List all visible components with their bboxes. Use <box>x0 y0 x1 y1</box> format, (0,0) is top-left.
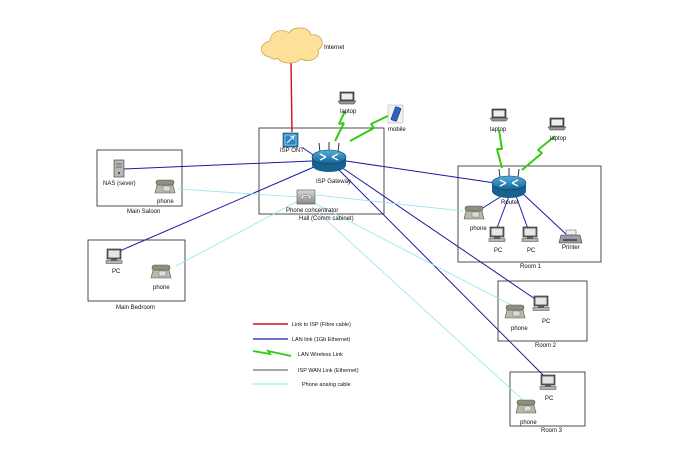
gateway-router-icon <box>311 141 347 173</box>
pc-icon <box>539 374 557 390</box>
router-label: Router <box>501 200 519 206</box>
legend-fibre-label: Link to ISP (Fibre cable) <box>292 322 351 328</box>
room2-phone-label: phone <box>511 326 528 332</box>
main-bedroom-box <box>87 239 186 302</box>
room2-label: Room 2 <box>535 343 557 349</box>
room1-label: Room 1 <box>520 264 542 270</box>
pc-icon <box>532 295 550 311</box>
phone-icon <box>154 179 176 194</box>
room1-phone-label: phone <box>470 226 487 232</box>
ethernet-gateway-router <box>345 160 496 184</box>
ethernet-gateway-bedroom-pc <box>114 166 315 254</box>
pc-icon <box>488 226 506 242</box>
legend-wireless-label: LAN Wireless Link <box>298 352 343 358</box>
ethernet-router-pc-a <box>496 195 510 229</box>
ethernet-gateway-room3-pc <box>337 168 549 381</box>
saloon-phone-label: phone <box>157 199 174 205</box>
mobile-icon <box>387 104 404 124</box>
main-saloon-box <box>96 149 183 207</box>
analog-links <box>175 188 525 402</box>
laptop-top-label: laptop <box>340 109 357 115</box>
room3-pc-label: PC <box>545 396 554 402</box>
pc-icon <box>521 226 539 242</box>
laptop-icon <box>337 91 357 105</box>
room1-box <box>457 165 602 263</box>
ont-icon <box>282 132 299 148</box>
phone-icon <box>515 399 537 414</box>
main-bedroom-label: Main Bedroom <box>116 305 155 311</box>
ethernet-gateway-room2-pc <box>340 166 539 302</box>
nas-label: NAS (sever) <box>103 181 136 187</box>
room3-phone-label: phone <box>520 420 537 426</box>
wireless-links <box>334 110 556 171</box>
nas-server-icon <box>113 159 125 178</box>
ethernet-router-printer <box>521 192 568 236</box>
ethernet-gateway-nas <box>122 160 313 170</box>
legend-wan-label: ISP WAN Link (Ethernet) <box>298 368 359 374</box>
printer-icon <box>558 229 583 244</box>
room3-label: Room 3 <box>541 428 563 434</box>
legend: Link to ISP (Fibre cable) LAN link (1Gb … <box>252 322 359 388</box>
legend-wireless-swatch <box>252 349 292 357</box>
internet-label: Internet <box>324 45 345 51</box>
room1-laptop-b-label: laptop <box>550 136 567 142</box>
legend-analog-label: Phone analog cable <box>302 382 351 388</box>
isp-gateway-label: ISP Gateway <box>316 179 351 185</box>
mobile-label: mobile <box>388 127 406 133</box>
phone-concentrator-icon <box>296 189 316 205</box>
phone-icon <box>504 304 526 319</box>
hall-label: Hall (Comm cabinet) <box>299 216 354 222</box>
isp-ont-label: ISP ONT <box>280 148 304 154</box>
hall-box <box>258 127 385 215</box>
legend-ethernet-label: LAN link (1Gb Ethernet) <box>292 337 351 343</box>
room3-box <box>509 371 586 427</box>
router-icon <box>491 167 527 199</box>
room1-laptop-a-label: laptop <box>490 127 507 133</box>
fibre-link <box>290 60 293 133</box>
room2-pc-label: PC <box>542 319 551 325</box>
bedroom-pc-label: PC <box>112 269 121 275</box>
phone-icon <box>150 264 172 279</box>
ethernet-links <box>114 147 568 381</box>
room2-box <box>497 280 588 342</box>
phone-concentrator-label: Phone concentrator <box>286 208 338 214</box>
laptop-icon <box>547 117 567 131</box>
pc-icon <box>105 248 123 264</box>
main-saloon-label: Main Saloon <box>127 209 160 215</box>
room1-pc-a-label: PC <box>494 248 503 254</box>
phone-icon <box>463 205 485 220</box>
ethernet-router-pc-b <box>515 195 529 230</box>
cloud-icon <box>260 27 323 64</box>
room1-pc-b-label: PC <box>527 248 536 254</box>
printer-label: Printer <box>562 245 580 251</box>
bedroom-phone-label: phone <box>153 285 170 291</box>
laptop-icon <box>489 108 509 122</box>
